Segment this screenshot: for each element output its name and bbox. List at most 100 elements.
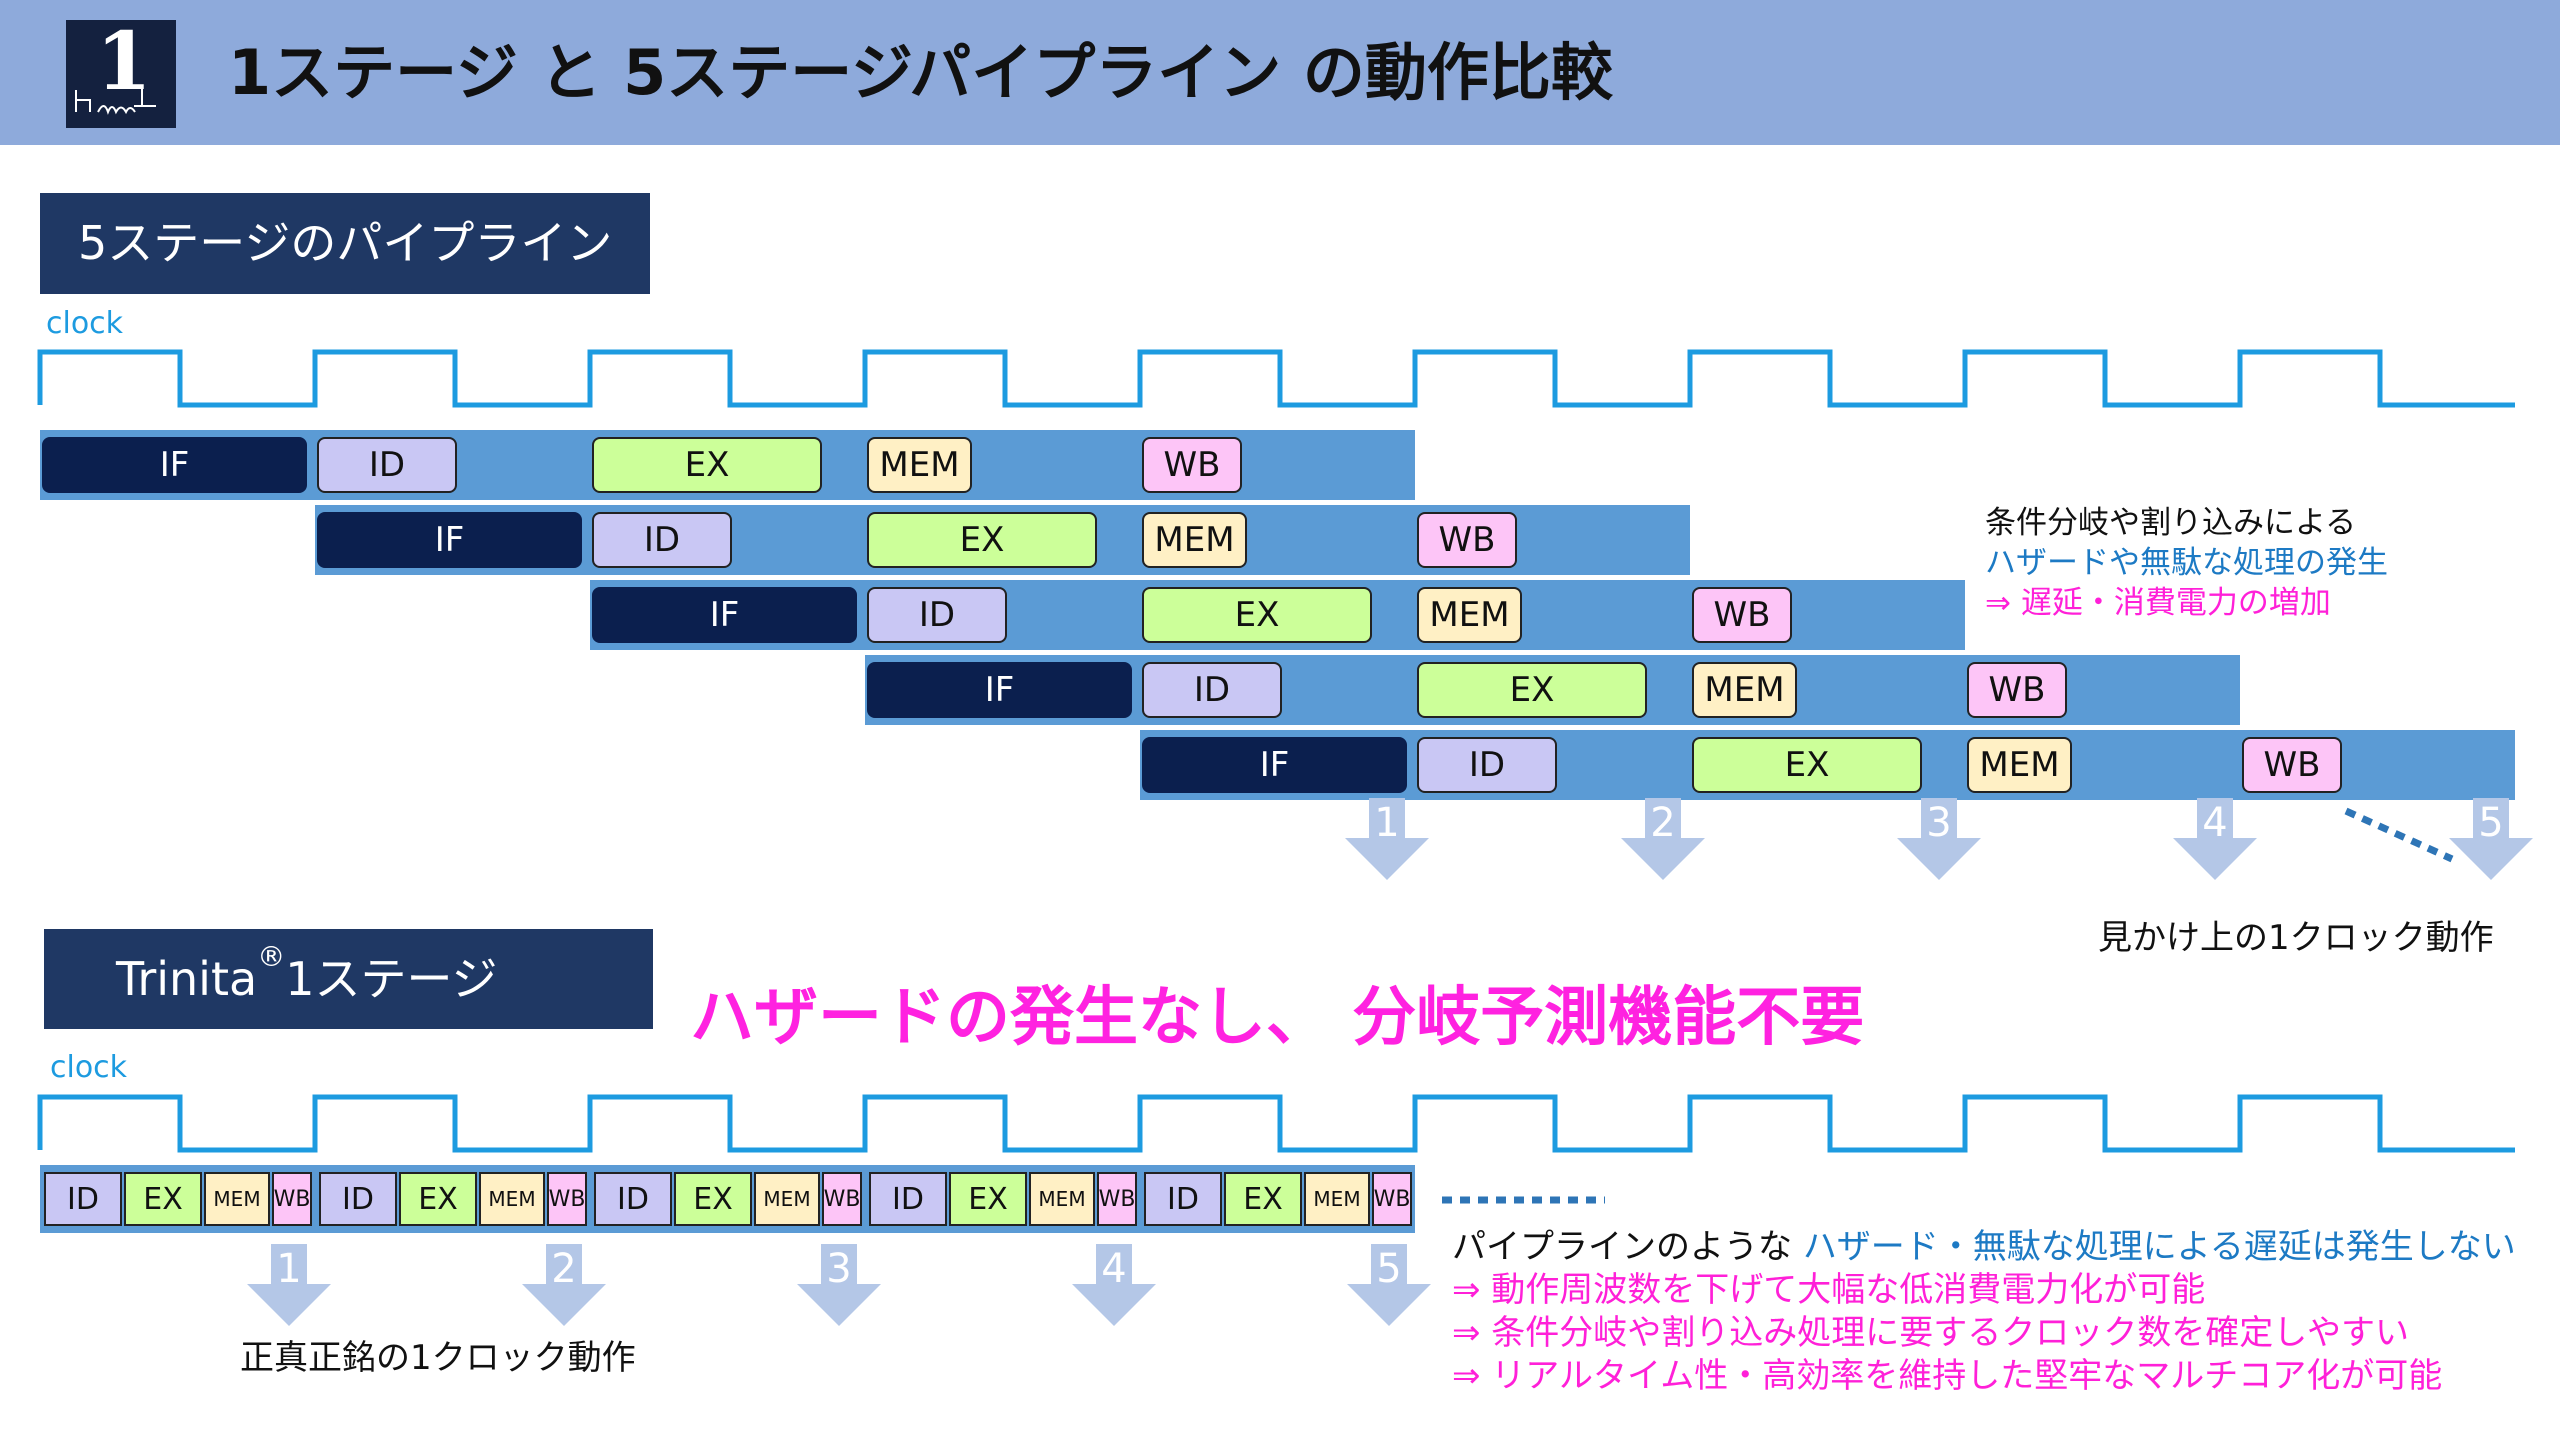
pipeline-clock-label: clock [46,306,124,341]
stage-if: IF [317,512,582,568]
pipeline-clock-line [37,349,2515,408]
stage-mem: MEM [1417,587,1522,643]
pipeline-clock-number: 2 [1650,800,1676,846]
single-stage-mem: MEM [754,1172,820,1226]
stage-wb: WB [1967,662,2067,718]
vivo-labo-logo: 1 [66,14,176,128]
stage-if: IF [42,437,307,493]
benefit-line1: パイプラインのような ハザード・無駄な処理による遅延は発生しない [1452,1226,2516,1269]
down-arrow-icon [522,1244,606,1326]
single-stage-id: ID [44,1172,122,1226]
single-clock-label: clock [50,1050,128,1085]
stage-wb: WB [1142,437,1242,493]
registered-mark: ® [257,940,286,973]
single-clock-arrow: 2 [522,1244,606,1326]
hazard-note-line1: 条件分岐や割り込みによる [1985,505,2357,541]
single-clock-number: 1 [276,1246,302,1292]
single-stage-ex: EX [674,1172,752,1226]
down-arrow-icon [1345,798,1429,880]
pipeline-clock-arrow: 5 [2449,798,2533,880]
benefit-line1-prefix: パイプラインのような [1452,1227,1792,1267]
single-label-prefix: Trinita [116,952,258,1006]
single-stage-ex: EX [399,1172,477,1226]
single-stage-wb: WB [272,1172,312,1226]
title-bar [0,0,2560,145]
single-stage-wb: WB [1097,1172,1137,1226]
single-clock-number: 4 [1101,1246,1127,1292]
benefit-line3: ⇒ 条件分岐や割り込み処理に要するクロック数を確定しやすい [1452,1313,2409,1353]
hazard-note-line2: ハザードや無駄な処理の発生 [1985,545,2388,581]
continuation-dots-single [1442,1196,1605,1204]
single-stage-ex: EX [124,1172,202,1226]
single-clock-waveform [37,1094,2515,1153]
pipeline-clock-number: 5 [2478,800,2504,846]
single-label-suffix: 1ステージ [285,952,498,1006]
stage-mem: MEM [1692,662,1797,718]
benefit-line2: ⇒ 動作周波数を下げて大幅な低消費電力化が可能 [1452,1270,2206,1310]
pipeline-clock-arrow: 1 [1345,798,1429,880]
pipeline-clock-arrow: 4 [2173,798,2257,880]
stage-ex: EX [592,437,822,493]
continuation-dots [2344,807,2454,863]
single-stage-wb: WB [822,1172,862,1226]
stage-wb: WB [1417,512,1517,568]
benefit-line4: ⇒ リアルタイム性・高効率を維持した堅牢なマルチコア化が可能 [1452,1356,2443,1396]
hazard-note: 条件分岐や割り込みによる ハザードや無駄な処理の発生 ⇒ 遅延・消費電力の増加 [1985,503,2388,623]
single-stage-mem: MEM [1304,1172,1370,1226]
single-clock-arrow: 5 [1347,1244,1431,1326]
single-stage-wb: WB [1372,1172,1412,1226]
pipeline-section-label: 5ステージのパイプライン [40,193,650,294]
single-stage-id: ID [319,1172,397,1226]
stage-if: IF [867,662,1132,718]
pipeline-clock-arrow: 3 [1897,798,1981,880]
single-clock-arrow: 3 [797,1244,881,1326]
down-arrow-icon [1072,1244,1156,1326]
single-stage-benefits: パイプラインのような ハザード・無駄な処理による遅延は発生しない ⇒ 動作周波数… [1452,1226,2516,1398]
stage-if: IF [1142,737,1407,793]
headline-no-hazard: ハザードの発生なし、 分岐予測機能不要 [690,981,1865,1055]
true-one-clock-label: 正真正銘の1クロック動作 [240,1338,636,1378]
single-stage-ex: EX [949,1172,1027,1226]
down-arrow-icon [247,1244,331,1326]
stage-ex: EX [1417,662,1647,718]
page-title: 1ステージ と 5ステージパイプライン の動作比較 [228,36,1613,109]
stage-wb: WB [1692,587,1792,643]
single-clock-number: 3 [826,1246,852,1292]
stage-id: ID [592,512,732,568]
stage-id: ID [317,437,457,493]
stage-wb: WB [2242,737,2342,793]
down-arrow-icon [797,1244,881,1326]
single-clock-arrow: 1 [247,1244,331,1326]
pipeline-clock-number: 3 [1926,800,1952,846]
single-stage-mem: MEM [204,1172,270,1226]
pipeline-clock-arrow: 2 [1621,798,1705,880]
logo-signature-icon [75,88,156,115]
single-clock-number: 2 [551,1246,577,1292]
single-clock-line [37,1094,2515,1153]
single-stage-ex: EX [1224,1172,1302,1226]
down-arrow-icon [2449,798,2533,880]
hazard-note-line3: ⇒ 遅延・消費電力の増加 [1985,585,2331,621]
single-stage-mem: MEM [1029,1172,1095,1226]
down-arrow-icon [1621,798,1705,880]
stage-mem: MEM [1142,512,1247,568]
stage-ex: EX [867,512,1097,568]
apparent-one-clock-label: 見かけ上の1クロック動作 [2098,918,2494,958]
stage-ex: EX [1142,587,1372,643]
down-arrow-icon [1897,798,1981,880]
single-stage-mem: MEM [479,1172,545,1226]
pipeline-clock-waveform [37,349,2515,408]
pipeline-clock-number: 4 [2202,800,2228,846]
stage-id: ID [867,587,1007,643]
down-arrow-icon [1347,1244,1431,1326]
pipeline-clock-number: 1 [1374,800,1400,846]
down-arrow-icon [2173,798,2257,880]
stage-id: ID [1142,662,1282,718]
stage-ex: EX [1692,737,1922,793]
single-stage-wb: WB [547,1172,587,1226]
stage-mem: MEM [1967,737,2072,793]
single-clock-arrow: 4 [1072,1244,1156,1326]
single-stage-id: ID [1144,1172,1222,1226]
benefit-line1-highlight: ハザード・無駄な処理による遅延は発生しない [1802,1227,2516,1267]
single-clock-number: 5 [1376,1246,1402,1292]
